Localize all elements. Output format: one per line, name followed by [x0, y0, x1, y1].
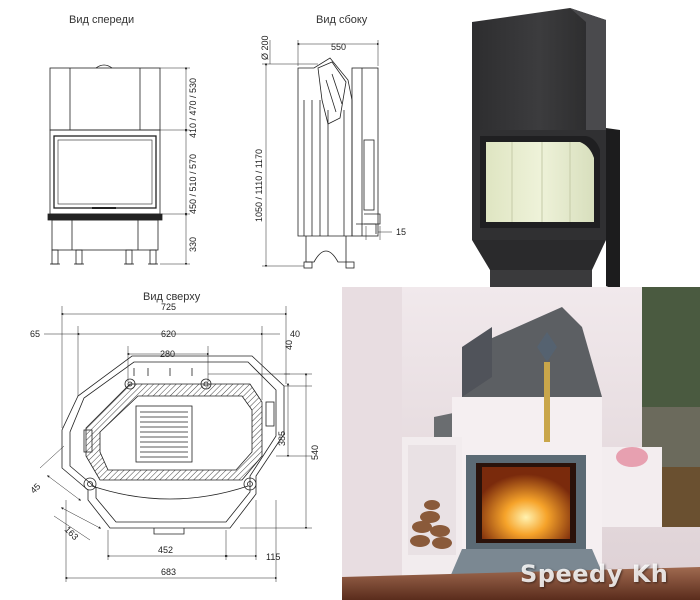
front-dim-upper: 410 / 470 / 530	[188, 78, 198, 138]
watermark-text: Speedy Kh	[520, 560, 669, 588]
top-dim-385: 385	[277, 431, 287, 446]
front-view-title: Вид спереди	[69, 14, 135, 26]
front-dim-middle: 450 / 510 / 570	[188, 154, 198, 214]
top-view-title: Вид сверху	[143, 291, 201, 303]
side-dim-flue: Ø 200	[260, 35, 270, 60]
top-dim-452: 452	[158, 545, 173, 555]
top-dim-540: 540	[310, 445, 320, 460]
top-dim-683: 683	[161, 567, 176, 577]
fireplace-product-image	[472, 8, 620, 318]
top-dim-45: 45	[28, 481, 42, 495]
front-dim-lower: 330	[188, 237, 198, 252]
top-dim-163: 163	[63, 524, 81, 542]
front-view	[47, 64, 190, 266]
top-dim-725: 725	[161, 302, 176, 312]
side-dim-width: 550	[331, 42, 346, 52]
top-view	[39, 306, 312, 582]
top-dim-40b: 40	[284, 340, 294, 350]
side-view-title: Вид сбоку	[316, 14, 368, 26]
top-dim-115: 115	[266, 552, 280, 562]
side-dim-height: 1050 / 1110 / 1170	[254, 149, 264, 222]
top-dim-280: 280	[160, 349, 175, 359]
top-dim-620: 620	[161, 329, 176, 339]
side-view	[262, 40, 392, 269]
fireplace-room-photo	[342, 287, 700, 600]
side-dim-offset: 15	[396, 227, 406, 237]
top-dim-40a: 40	[290, 329, 300, 339]
top-dim-65: 65	[30, 329, 40, 339]
